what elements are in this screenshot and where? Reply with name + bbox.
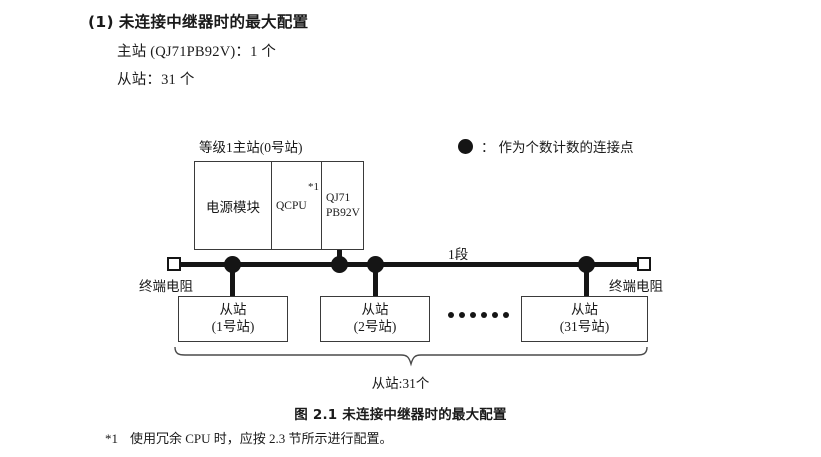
- terminator-box-left: [167, 257, 181, 271]
- figure-caption-text: 图 2.1 未连接中继器时的最大配置: [294, 407, 507, 423]
- slave-station-box-2: 从站 (2号站): [320, 296, 430, 342]
- bus-trunk-line: [180, 262, 642, 267]
- footnote-mark: *1: [105, 431, 118, 446]
- rack-network-module-line1: QJ71: [326, 192, 351, 205]
- ellipsis-dot: [481, 312, 487, 318]
- slave-31-station: (31号站): [559, 319, 610, 334]
- ellipsis-dot: [448, 312, 454, 318]
- terminator-box-right: [637, 257, 651, 271]
- ellipsis-dot: [470, 312, 476, 318]
- legend: ： 作为个数计数的连接点: [458, 136, 634, 156]
- legend-colon: ：: [481, 140, 495, 155]
- spec-line-slave: 从站：31 个: [117, 72, 195, 88]
- slave-station-box-1: 从站 (1号站): [178, 296, 288, 342]
- terminator-label-right: 终端电阻: [609, 279, 663, 294]
- rack-cpu-footnote-mark: *1: [308, 181, 319, 193]
- section-heading-number: (1): [88, 13, 114, 31]
- filled-circle-icon: [458, 138, 473, 154]
- connection-dot-slave-1: [224, 256, 241, 273]
- drop-line-slave-31: [584, 265, 589, 297]
- footnote: *1 使用冗余 CPU 时，应按 2.3 节所示进行配置。: [105, 428, 393, 447]
- drop-line-slave-2: [373, 265, 378, 297]
- legend-text: 作为个数计数的连接点: [498, 140, 634, 155]
- rack-cell-network-module: QJ71 PB92V: [322, 162, 363, 249]
- rack-cell-power-module: 电源模块: [195, 162, 272, 249]
- slave-2-title: 从站: [361, 302, 389, 318]
- slave-1-station: (1号站): [211, 319, 255, 334]
- ellipsis-dot: [459, 312, 465, 318]
- slave-1-title: 从站: [219, 302, 247, 318]
- rack-cell-cpu: QCPU *1: [272, 162, 322, 249]
- rack-power-module-label: 电源模块: [206, 199, 260, 215]
- rack-cpu-label: QCPU: [276, 199, 307, 212]
- rack-network-module-line2: PB92V: [326, 206, 360, 219]
- terminator-label-left: 终端电阻: [139, 279, 193, 294]
- ellipsis-dot: [492, 312, 498, 318]
- section-heading: (1)未连接中继器时的最大配置: [88, 10, 308, 32]
- drop-line-slave-1: [230, 265, 235, 297]
- spec-line-master: 主站 (QJ71PB92V)：1 个: [117, 44, 277, 60]
- figure-caption: 图 2.1 未连接中继器时的最大配置: [0, 403, 821, 423]
- master-rack: 电源模块 QCPU *1 QJ71 PB92V: [194, 161, 364, 250]
- footnote-text: 使用冗余 CPU 时，应按 2.3 节所示进行配置。: [130, 431, 393, 446]
- connection-dot-slave-2: [367, 256, 384, 273]
- slave-count-text: 从站:31个: [371, 376, 430, 391]
- connection-dot-master: [331, 256, 348, 273]
- master-station-label: 等级1主站(0号站): [199, 140, 303, 155]
- segment-label: 1段: [448, 247, 469, 262]
- ellipsis-dots: [448, 312, 509, 318]
- slave-count-brace: [174, 346, 648, 367]
- slave-count-brace-label: 从站:31个: [0, 372, 821, 392]
- slave-31-title: 从站: [571, 302, 598, 318]
- connection-dot-slave-31: [578, 256, 595, 273]
- rack-network-module-label: QJ71 PB92V: [326, 191, 360, 220]
- slave-station-box-31: 从站 (31号站): [521, 296, 648, 342]
- section-heading-text: 未连接中继器时的最大配置: [118, 13, 309, 31]
- slave-2-station: (2号站): [353, 319, 397, 334]
- ellipsis-dot: [503, 312, 509, 318]
